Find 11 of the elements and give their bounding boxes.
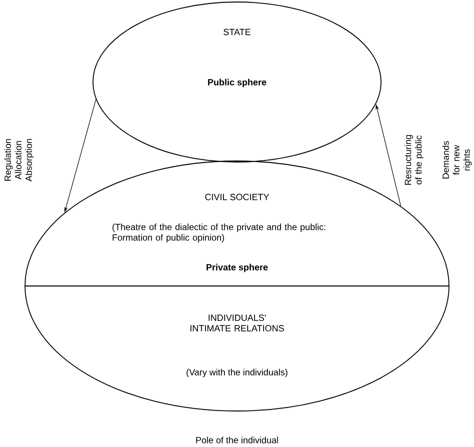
body-text: (Theatre of the dialectic of the private and the public: Formation of public opinion) [112, 224, 326, 242]
note-text: (Vary with the individuals) [186, 368, 288, 378]
heading: INDIVIDUALS' INTIMATE RELATIONS [190, 314, 284, 332]
label: Pole of the individual [196, 436, 278, 444]
heading: CIVIL SOCIETY [205, 194, 270, 200]
edge-label: Regulation Allocation Absorption [4, 139, 34, 182]
sphere-label: Public sphere [208, 78, 266, 88]
label: Demands for new rights [442, 141, 472, 179]
edge-label: Resructuring of the public [404, 135, 424, 185]
sphere-label: Private sphere [206, 264, 268, 272]
heading: STATE [224, 28, 250, 36]
